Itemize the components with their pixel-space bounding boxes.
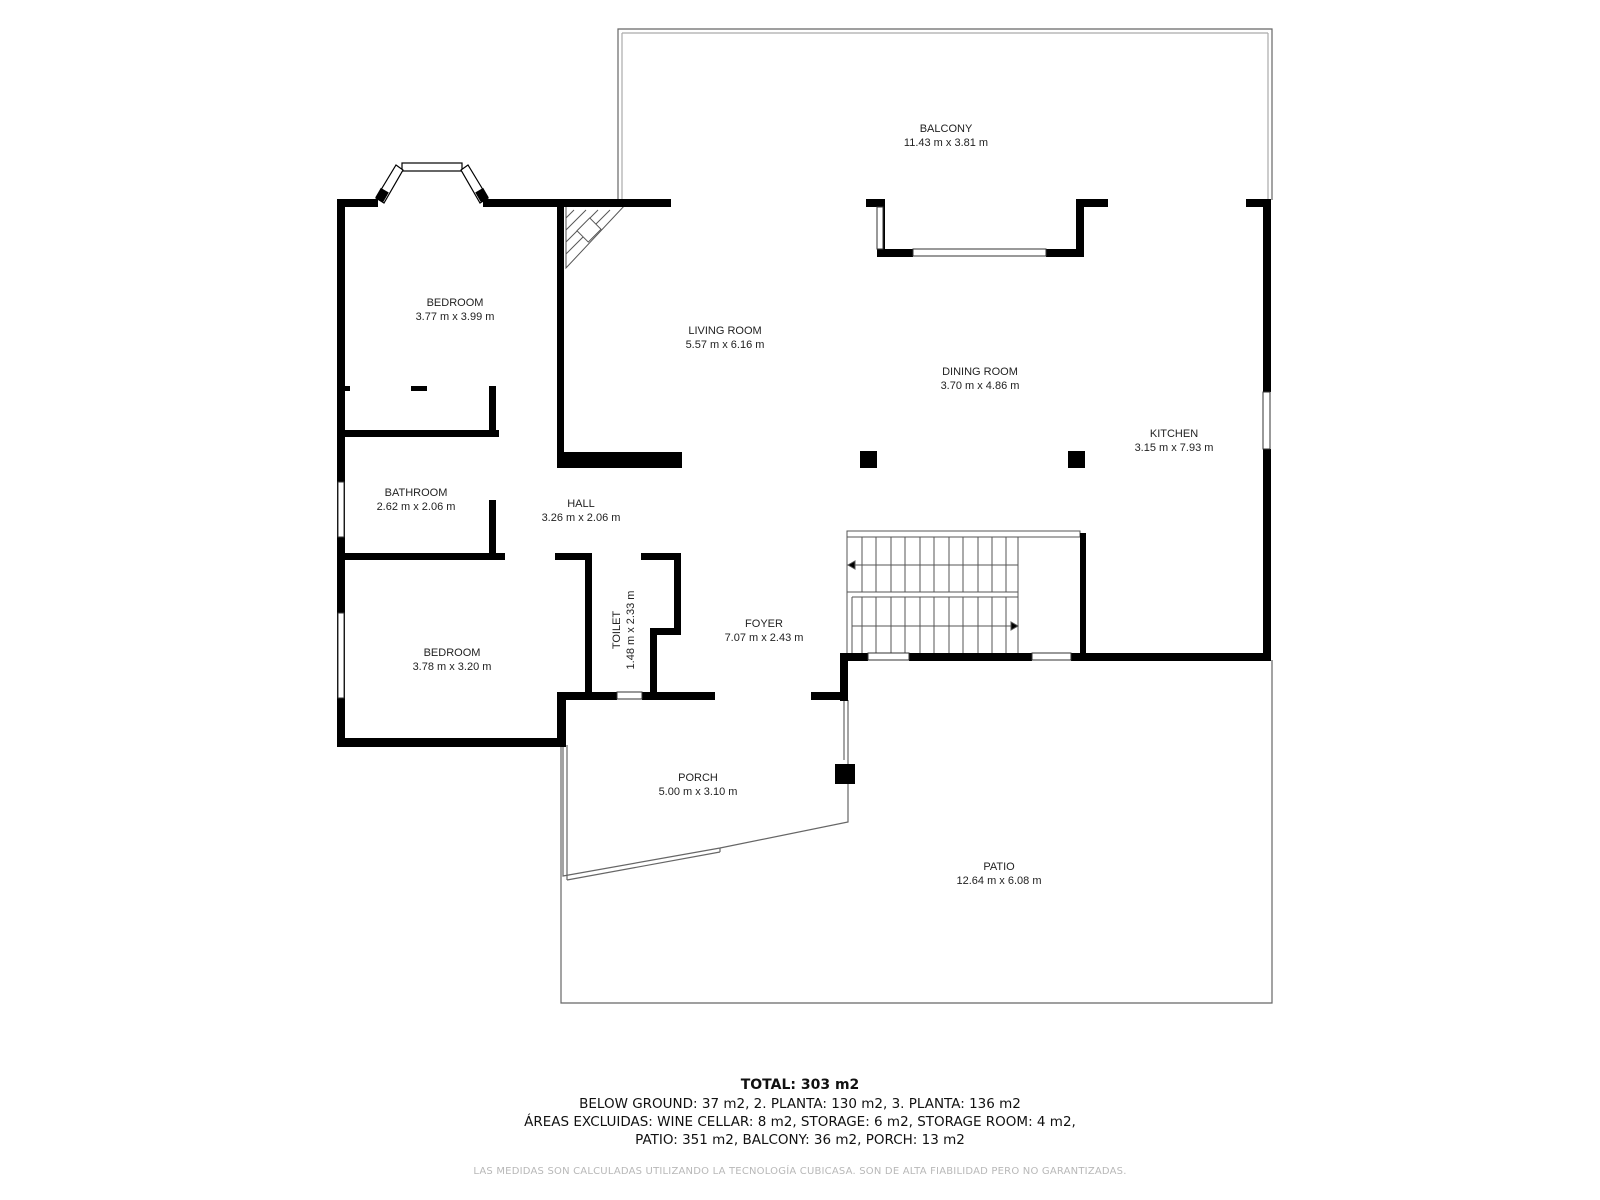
room-name-foyer: FOYER bbox=[745, 618, 783, 630]
outdoor-outlines bbox=[560, 28, 1273, 1004]
room-dims-bedroom: 3.77 m x 3.99 m bbox=[416, 311, 495, 323]
room-dims-balcony: 11.43 m x 3.81 m bbox=[904, 137, 988, 149]
room-name-balcony: BALCONY bbox=[920, 123, 973, 135]
room-dims-dining-room: 3.70 m x 4.86 m bbox=[941, 380, 1020, 392]
room-name-kitchen: KITCHEN bbox=[1150, 428, 1198, 440]
total-area: TOTAL: 303 m2 bbox=[740, 1077, 860, 1093]
stair-treads bbox=[861, 537, 1007, 654]
room-dims-hall: 3.26 m x 2.06 m bbox=[542, 512, 621, 524]
area-excluded: ÁREAS EXCLUIDAS: WINE CELLAR: 8 m2, STOR… bbox=[524, 1114, 1076, 1130]
room-name-living-room: LIVING ROOM bbox=[688, 325, 761, 337]
room-name-bedroom-2: BEDROOM bbox=[424, 647, 481, 659]
room-name-bedroom: BEDROOM bbox=[427, 297, 484, 309]
staircase bbox=[846, 530, 1081, 654]
room-dims-bathroom: 2.62 m x 2.06 m bbox=[377, 501, 456, 513]
room-dims-porch: 5.00 m x 3.10 m bbox=[659, 786, 738, 798]
room-dims-kitchen: 3.15 m x 7.93 m bbox=[1135, 442, 1214, 454]
room-name-hall: HALL bbox=[567, 498, 595, 510]
room-name-patio: PATIO bbox=[983, 861, 1015, 873]
room-dims-toilet: 1.48 m x 2.33 m bbox=[625, 591, 637, 670]
patio-outline bbox=[560, 660, 1273, 1004]
stair-arrow-right bbox=[1010, 621, 1020, 631]
area-outdoor: PATIO: 351 m2, BALCONY: 36 m2, PORCH: 13… bbox=[635, 1132, 965, 1148]
stair-arrow-left bbox=[846, 560, 856, 570]
windows bbox=[337, 206, 1271, 700]
bay-window bbox=[375, 162, 489, 204]
room-dims-foyer: 7.07 m x 2.43 m bbox=[725, 632, 804, 644]
room-dims-living-room: 5.57 m x 6.16 m bbox=[686, 339, 765, 351]
room-name-dining-room: DINING ROOM bbox=[942, 366, 1018, 378]
balcony-outline bbox=[617, 28, 1273, 200]
disclaimer: LAS MEDIDAS SON CALCULADAS UTILIZANDO LA… bbox=[473, 1166, 1127, 1177]
room-dims-patio: 12.64 m x 6.08 m bbox=[957, 875, 1042, 887]
walls bbox=[337, 199, 1271, 784]
area-breakdown-floors: BELOW GROUND: 37 m2, 2. PLANTA: 130 m2, … bbox=[579, 1096, 1021, 1112]
room-name-bathroom: BATHROOM bbox=[385, 487, 448, 499]
fireplace bbox=[565, 203, 628, 270]
room-name-porch: PORCH bbox=[678, 772, 718, 784]
room-name-toilet: TOILET bbox=[611, 611, 623, 650]
room-labels: BALCONY 11.43 m x 3.81 m BEDROOM 3.77 m … bbox=[377, 123, 1214, 887]
room-dims-bedroom-2: 3.78 m x 3.20 m bbox=[413, 661, 492, 673]
